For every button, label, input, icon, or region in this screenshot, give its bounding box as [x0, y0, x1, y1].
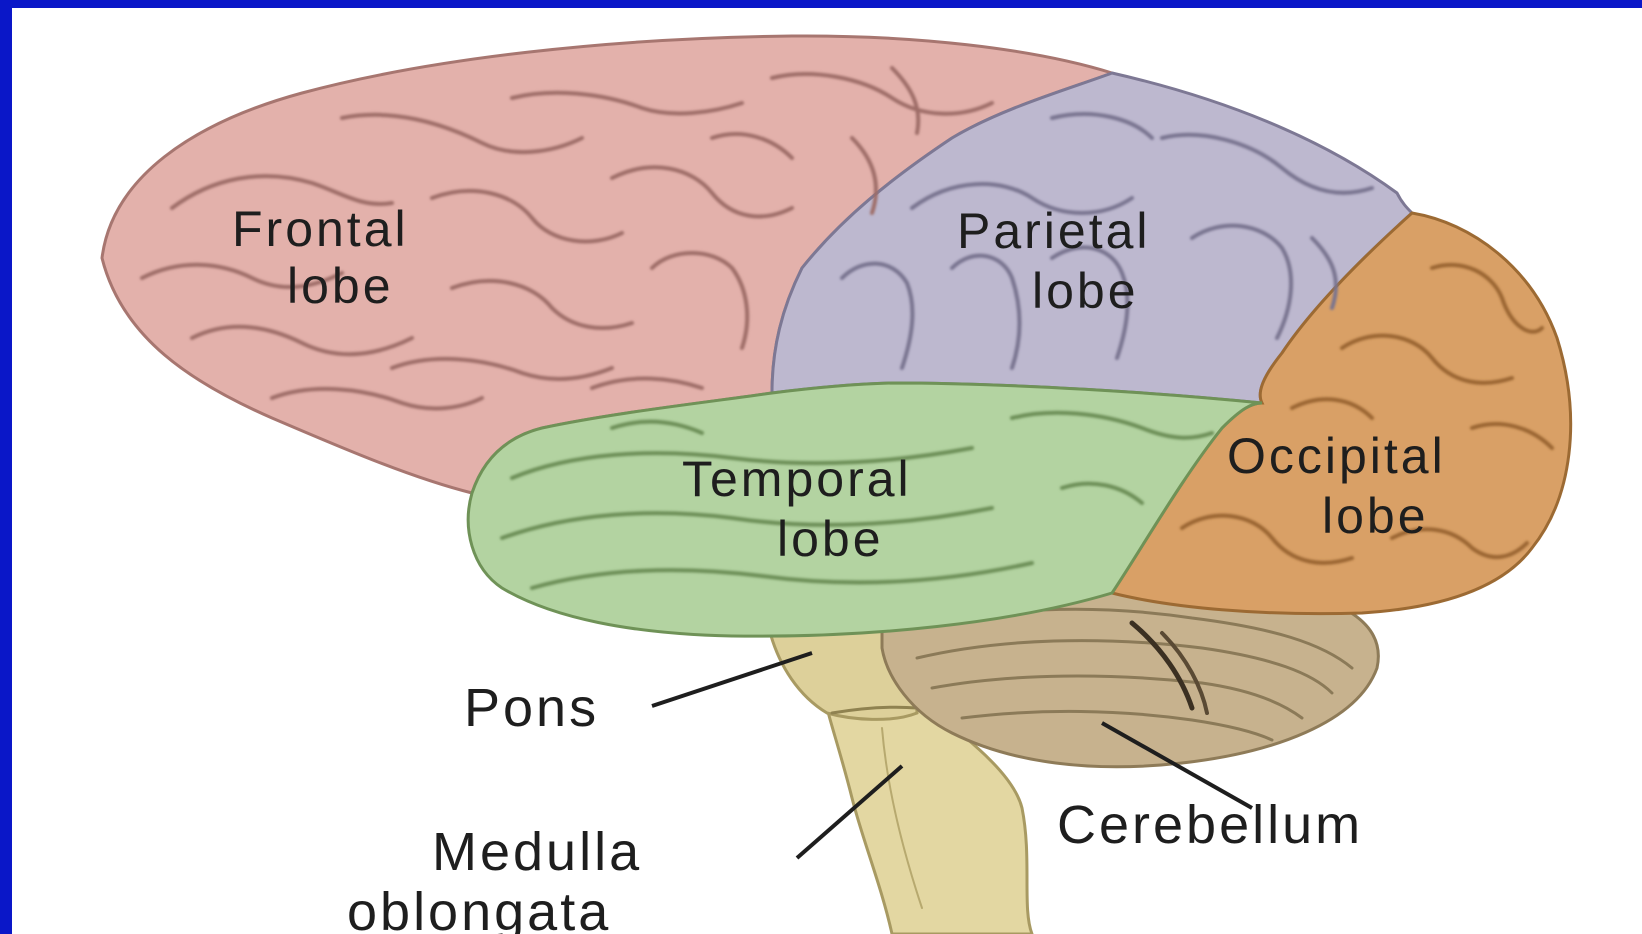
parietal-lobe-label-line1: Parietal — [957, 203, 1151, 259]
diagram-canvas: Frontal lobe Parietal lobe Temporal lobe… — [12, 8, 1642, 934]
medulla-label-line2: oblongata — [347, 882, 611, 934]
temporal-lobe-label-line1: Temporal — [682, 451, 912, 507]
occipital-lobe-label-line2: lobe — [1322, 488, 1429, 544]
pons-pointer-line — [652, 653, 812, 706]
frontal-lobe-label-line1: Frontal — [232, 201, 409, 257]
parietal-lobe-label-line2: lobe — [1032, 263, 1139, 319]
medulla-label-line1: Medulla — [432, 822, 642, 882]
temporal-lobe-label-line2: lobe — [777, 511, 884, 567]
brain-illustration: Frontal lobe Parietal lobe Temporal lobe… — [12, 8, 1642, 934]
occipital-lobe-label-line1: Occipital — [1227, 428, 1446, 484]
pons-label: Pons — [464, 678, 599, 738]
cerebellum-label: Cerebellum — [1057, 795, 1363, 855]
frontal-lobe-label-line2: lobe — [287, 258, 394, 314]
